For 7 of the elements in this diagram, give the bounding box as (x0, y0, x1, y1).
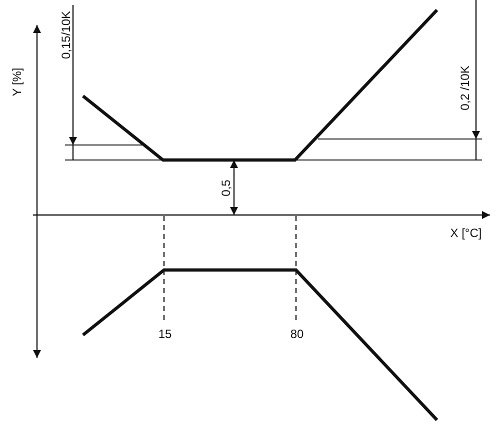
axis-label: Y [%] (11, 68, 23, 96)
dimension-label: 0,5 (220, 180, 232, 196)
axis-label: X [°C] (450, 227, 482, 239)
tick-label: 80 (290, 328, 304, 340)
dimension-label: 0,2 /10K (459, 66, 471, 110)
tick-label: 15 (158, 328, 172, 340)
dimension-label: 0,15/10K (60, 10, 72, 60)
